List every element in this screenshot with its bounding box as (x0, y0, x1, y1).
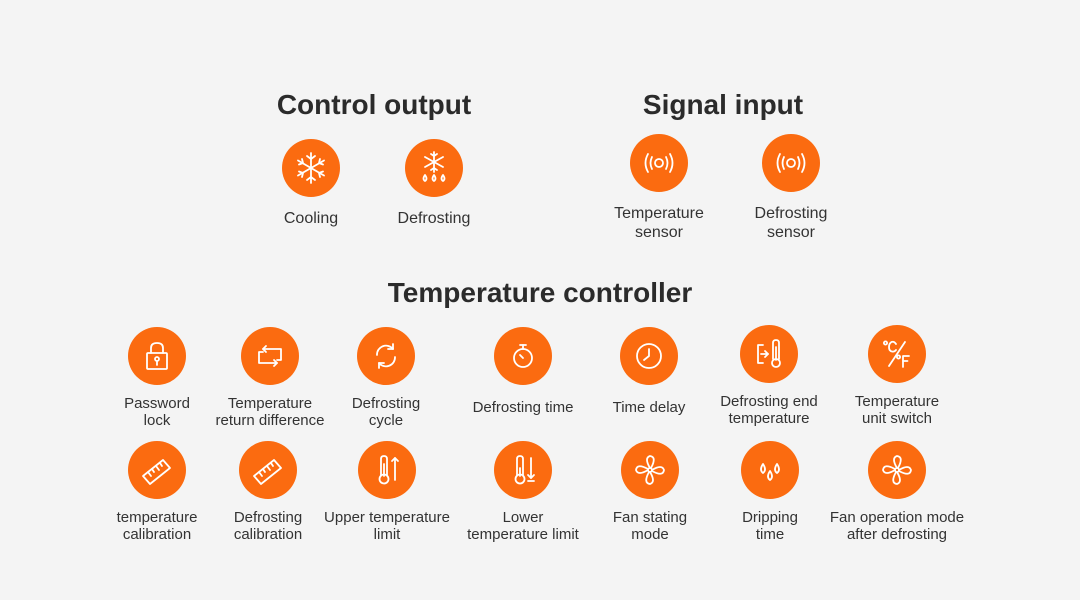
feature-temperature-return-difference: Temperature return difference (195, 327, 345, 429)
feature-fan-stating-mode: Fan stating mode (575, 441, 725, 543)
feature-temperature-unit-switch: Temperature unit switch (822, 325, 972, 427)
control-output-heading: Control output (276, 89, 472, 120)
thermometer-down-icon (494, 441, 552, 499)
feature-defrosting-time: Defrosting time (448, 327, 598, 416)
feature-cooling: Cooling (236, 139, 386, 228)
feature-label: Defrosting (397, 210, 471, 227)
feature-defrosting: Defrosting (359, 139, 509, 228)
feature-label: Defrosting end temperature (720, 393, 818, 427)
feature-label: Time delay (612, 399, 686, 416)
cycle-icon (357, 327, 415, 385)
celsius-fahrenheit-icon (868, 325, 926, 383)
snowflake-drops-icon (405, 139, 463, 197)
feature-label: Defrosting sensor (754, 205, 828, 241)
feature-label: Cooling (283, 210, 339, 227)
feature-defrosting-sensor: Defrosting sensor (716, 134, 866, 242)
feature-fan-operation-mode-after-defrosting: Fan operation mode after defrosting (822, 441, 972, 543)
feature-upper-temperature-limit: Upper temperature limit (312, 441, 462, 543)
clock-icon (620, 327, 678, 385)
feature-temperature-sensor: Temperature sensor (584, 134, 734, 242)
feature-password-lock: Password lock (82, 327, 232, 429)
feature-label: Fan operation mode after defrosting (829, 509, 965, 543)
drops-icon (741, 441, 799, 499)
feature-label: Fan stating mode (612, 509, 688, 543)
fan-icon (621, 441, 679, 499)
temperature-controller-heading: Temperature controller (387, 277, 693, 308)
exit-thermometer-icon (740, 325, 798, 383)
feature-label: Upper temperature limit (324, 509, 450, 543)
feature-label: Temperature return difference (215, 395, 325, 429)
feature-label: Temperature unit switch (854, 393, 940, 427)
feature-label: Password lock (124, 395, 190, 429)
ruler-icon (239, 441, 297, 499)
feature-lower-temperature-limit: Lower temperature limit (448, 441, 598, 543)
sensor-icon (630, 134, 688, 192)
snowflake-icon (282, 139, 340, 197)
stopwatch-icon (494, 327, 552, 385)
return-arrows-icon (241, 327, 299, 385)
feature-label: Lower temperature limit (467, 509, 579, 543)
fan-icon (868, 441, 926, 499)
feature-label: Defrosting cycle (351, 395, 421, 429)
feature-defrosting-cycle: Defrosting cycle (311, 327, 461, 429)
feature-temperature-calibration: temperature calibration (82, 441, 232, 543)
feature-label: Dripping time (742, 509, 798, 543)
ruler-icon (128, 441, 186, 499)
signal-input-heading: Signal input (642, 89, 804, 120)
feature-dripping-time: Dripping time (695, 441, 845, 543)
feature-label: Defrosting calibration (233, 509, 303, 543)
thermometer-up-icon (358, 441, 416, 499)
feature-label: Defrosting time (472, 399, 574, 416)
feature-label: temperature calibration (116, 509, 198, 543)
lock-icon (128, 327, 186, 385)
feature-defrosting-calibration: Defrosting calibration (193, 441, 343, 543)
feature-defrosting-end-temperature: Defrosting end temperature (694, 325, 844, 427)
feature-time-delay: Time delay (574, 327, 724, 416)
sensor-icon (762, 134, 820, 192)
feature-label: Temperature sensor (614, 205, 704, 241)
